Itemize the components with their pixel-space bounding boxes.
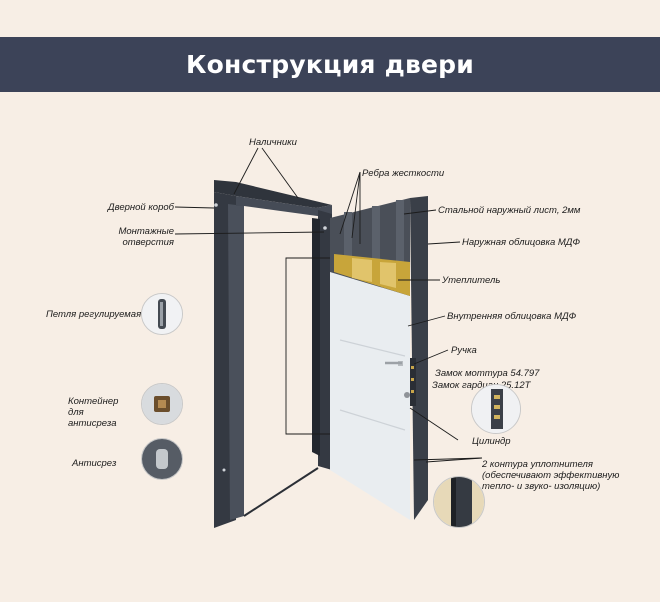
page-title: Конструкция двери	[186, 50, 474, 79]
label-dvernoy-korob: Дверной короб	[107, 202, 174, 213]
label-rebra: Ребра жесткости	[362, 168, 445, 179]
label-zamok-gardian: Замок гардиан 25.12Т	[432, 380, 531, 391]
hinge-callout	[141, 293, 183, 335]
anti-cut-container-callout	[141, 383, 183, 425]
label-nalichniki: Наличники	[249, 137, 297, 148]
title-banner: Конструкция двери	[0, 37, 660, 92]
hinge-icon	[142, 294, 182, 334]
label-vnutrennyaya-mdf: Внутренняя облицовка МДФ	[447, 311, 577, 322]
label-stalnoy-list: Стальной наружный лист, 2мм	[438, 205, 581, 216]
label-konteyner: Контейнер для антисреза	[68, 396, 119, 429]
label-petlya: Петля регулируемая	[46, 309, 142, 320]
label-montazhnye-otverstiya: Монтажные отверстия	[118, 226, 174, 248]
cylinder-callout	[471, 384, 521, 434]
label-naruzhnaya-mdf: Наружная облицовка МДФ	[462, 237, 581, 248]
door-seal-icon	[434, 477, 484, 527]
label-antisrez: Антисрез	[72, 458, 117, 469]
door-leaf	[330, 196, 428, 520]
anti-cut-pin-icon	[142, 439, 182, 479]
cylinder-lock-icon	[472, 385, 520, 433]
leader-lines	[174, 147, 483, 463]
label-cilindr: Цилиндр	[472, 436, 511, 447]
label-uplotnitel: 2 контура уплотнителя (обеспечивают эффе…	[482, 459, 620, 492]
door-frame	[214, 180, 332, 528]
label-ruchka: Ручка	[451, 345, 477, 356]
label-zamok-mottura: Замок моттура 54.797	[435, 368, 540, 379]
anti-cut-container-icon	[142, 384, 182, 424]
seal-callout	[433, 476, 485, 528]
anti-cut-pin-callout	[141, 438, 183, 480]
label-uteplitel: Утеплитель	[442, 275, 501, 286]
